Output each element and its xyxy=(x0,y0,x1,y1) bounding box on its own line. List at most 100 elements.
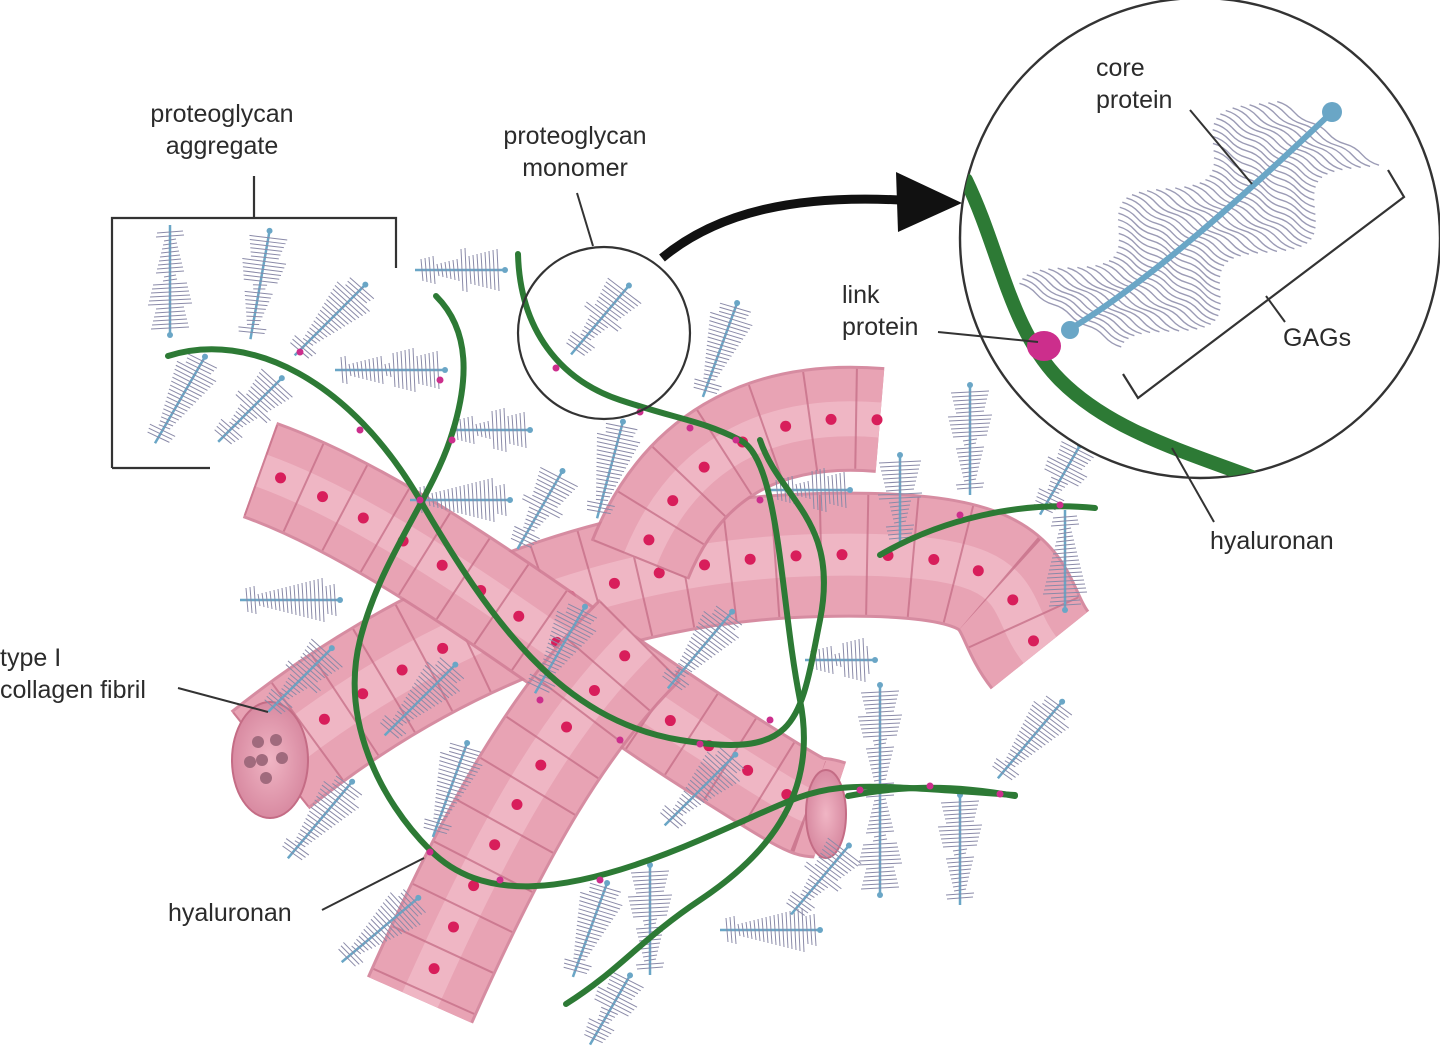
gag-chain xyxy=(573,957,586,961)
gag-chain xyxy=(321,306,346,327)
gag-chain xyxy=(284,841,306,858)
gag-chain xyxy=(963,478,977,482)
gag-chain xyxy=(1043,699,1069,718)
gag-chain xyxy=(952,848,968,852)
gag-chain xyxy=(249,243,284,249)
gag-chain xyxy=(860,690,900,694)
gag-chain xyxy=(878,496,922,500)
gag-chain xyxy=(948,868,972,872)
core-protein-end xyxy=(349,778,356,785)
gag-chain xyxy=(294,335,317,355)
gag-chain xyxy=(495,409,499,451)
gag-chain xyxy=(703,377,716,381)
gag-chain xyxy=(805,915,809,945)
gag-chain xyxy=(503,407,507,453)
gag-chain xyxy=(235,394,268,424)
proteoglycan-monomer xyxy=(1034,441,1094,516)
gag-chain xyxy=(949,872,971,876)
gag-chain xyxy=(499,408,503,452)
gag-chain xyxy=(831,474,835,506)
gag-chain xyxy=(394,714,407,724)
gag-chain xyxy=(687,783,709,801)
link-protein-dot xyxy=(856,786,864,794)
gag-chain xyxy=(797,908,801,952)
core-protein-end xyxy=(507,497,513,503)
gag-chain xyxy=(687,644,709,661)
gag-chain xyxy=(596,453,631,462)
gag-chain xyxy=(575,941,595,948)
gag-chain xyxy=(503,483,507,517)
gag-chain xyxy=(527,681,550,693)
proteoglycan-monomer xyxy=(660,747,745,829)
aggregate-bracket xyxy=(110,176,398,468)
gag-chain xyxy=(596,478,619,483)
gag-chain xyxy=(703,373,718,378)
gag-chain xyxy=(725,917,729,943)
gag-chain xyxy=(435,801,455,808)
gag-chain xyxy=(253,288,266,290)
gag-chain xyxy=(685,786,705,804)
hyaluronan-main-label: hyaluronan xyxy=(168,899,292,927)
gag-chain xyxy=(534,486,564,502)
gag-chain xyxy=(535,482,567,500)
gag-chain xyxy=(544,654,565,665)
gag-chain xyxy=(214,429,232,445)
gag-chain xyxy=(861,846,899,850)
gag-chain xyxy=(946,860,974,864)
gag-chain xyxy=(149,294,191,298)
gag-chain xyxy=(719,310,747,320)
gag-chain xyxy=(698,765,726,791)
gag-chain xyxy=(867,754,893,758)
gag-chain xyxy=(941,804,979,808)
microfibril-dot xyxy=(244,756,256,768)
gag-chain xyxy=(405,696,425,714)
link-protein-label: link protein xyxy=(842,279,918,343)
gag-chain xyxy=(403,700,422,716)
link-protein-dot xyxy=(448,436,456,444)
gag-chain xyxy=(400,892,423,915)
gag-chain xyxy=(229,421,240,430)
gag-chain xyxy=(289,585,293,615)
gag-chain xyxy=(243,278,278,284)
gag-chain xyxy=(475,481,479,519)
gag-chain xyxy=(1051,476,1068,485)
proteoglycan-monomer xyxy=(947,382,993,495)
gag-chain xyxy=(514,525,540,540)
gag-chain xyxy=(319,309,342,329)
collagen-dot xyxy=(780,420,792,432)
gag-chain xyxy=(510,537,532,548)
microfibril-dot xyxy=(252,736,264,748)
hyaluronan-strands xyxy=(165,251,1098,1007)
inset-gag-chain xyxy=(1216,117,1319,183)
gag-chain xyxy=(1056,535,1074,539)
gag-chain xyxy=(761,917,765,943)
gag-chain xyxy=(149,423,176,437)
gag-chain xyxy=(885,524,915,528)
gag-chain xyxy=(423,822,450,831)
gag-chain xyxy=(158,424,171,430)
gag-chain xyxy=(220,418,243,438)
gag-chain xyxy=(595,490,613,494)
gag-chain xyxy=(574,949,591,954)
gag-chain xyxy=(523,526,535,532)
gag-chain xyxy=(703,610,740,639)
gag-chain xyxy=(285,838,310,856)
collagen-dot xyxy=(357,512,369,524)
gag-chain xyxy=(872,774,888,778)
gag-chain xyxy=(881,472,919,476)
gag-chain xyxy=(285,681,301,694)
gag-chain xyxy=(601,1006,618,1015)
gag-chain xyxy=(351,945,362,955)
gag-chain xyxy=(873,778,887,782)
gag-chain xyxy=(428,352,432,388)
gag-chain xyxy=(399,707,414,720)
gag-chain xyxy=(245,587,249,613)
gag-chain xyxy=(158,258,182,262)
collagen-dot xyxy=(511,798,523,810)
gag-chain xyxy=(166,396,191,409)
gag-chain xyxy=(401,703,418,718)
gag-chain xyxy=(437,772,471,784)
gag-chain xyxy=(945,892,975,896)
gag-chain xyxy=(332,288,363,317)
gag-chain xyxy=(883,480,917,484)
